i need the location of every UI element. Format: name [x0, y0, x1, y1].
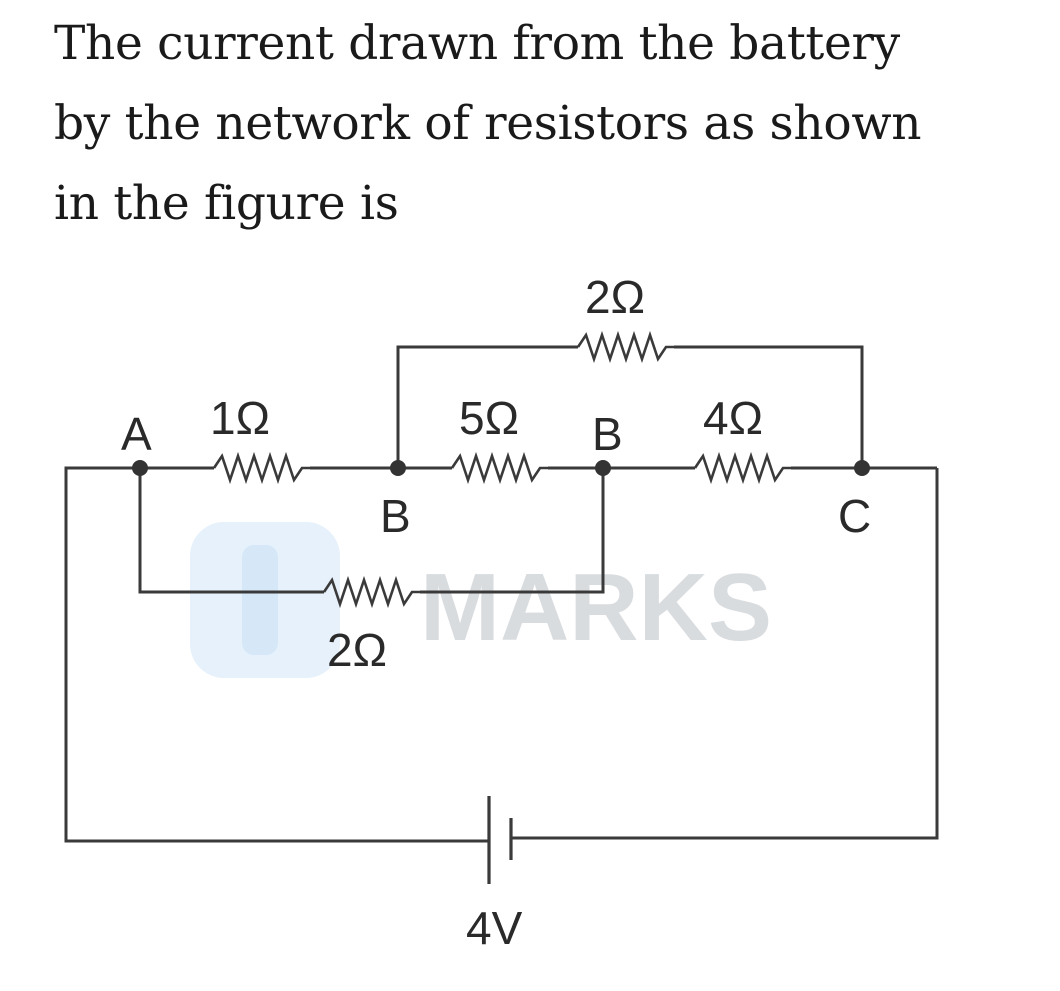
watermark-text: MARKS	[420, 554, 772, 661]
junction-b-right	[595, 460, 611, 476]
node-label-b-left: B	[380, 490, 411, 542]
resistor-bc	[693, 451, 791, 485]
resistor-ab	[212, 451, 310, 485]
wire-loop-left	[64, 466, 489, 843]
resistor-top	[576, 330, 674, 364]
resistor-label-bb: 5Ω	[459, 392, 519, 444]
junction-a	[132, 460, 148, 476]
wire-bottom-left	[138, 468, 324, 594]
resistor-bb	[450, 451, 548, 485]
question-line-2: by the network of resistors as shown	[54, 96, 922, 151]
node-label-a: A	[121, 408, 152, 460]
resistor-bottom	[322, 575, 420, 609]
resistor-label-ab: 1Ω	[210, 392, 270, 444]
watermark: MARKS	[190, 522, 772, 678]
junction-c	[854, 460, 870, 476]
node-label-b-right: B	[592, 408, 623, 460]
battery-label: 4V	[466, 902, 523, 954]
node-label-c: C	[838, 490, 871, 542]
wire-bottom-right	[420, 468, 605, 594]
wire-top-left	[396, 345, 578, 468]
resistor-label-bottom: 2Ω	[327, 624, 387, 676]
resistor-label-top: 2Ω	[585, 271, 645, 323]
question-line-3: in the figure is	[54, 176, 399, 231]
question-text: The current drawn from the battery by th…	[54, 4, 1034, 244]
watermark-badge-inner	[242, 545, 278, 655]
wire-loop-right	[511, 468, 939, 840]
wire-top-right	[674, 345, 864, 468]
resistor-label-bc: 4Ω	[703, 392, 763, 444]
junction-b-left	[390, 460, 406, 476]
question-line-1: The current drawn from the battery	[54, 16, 900, 71]
